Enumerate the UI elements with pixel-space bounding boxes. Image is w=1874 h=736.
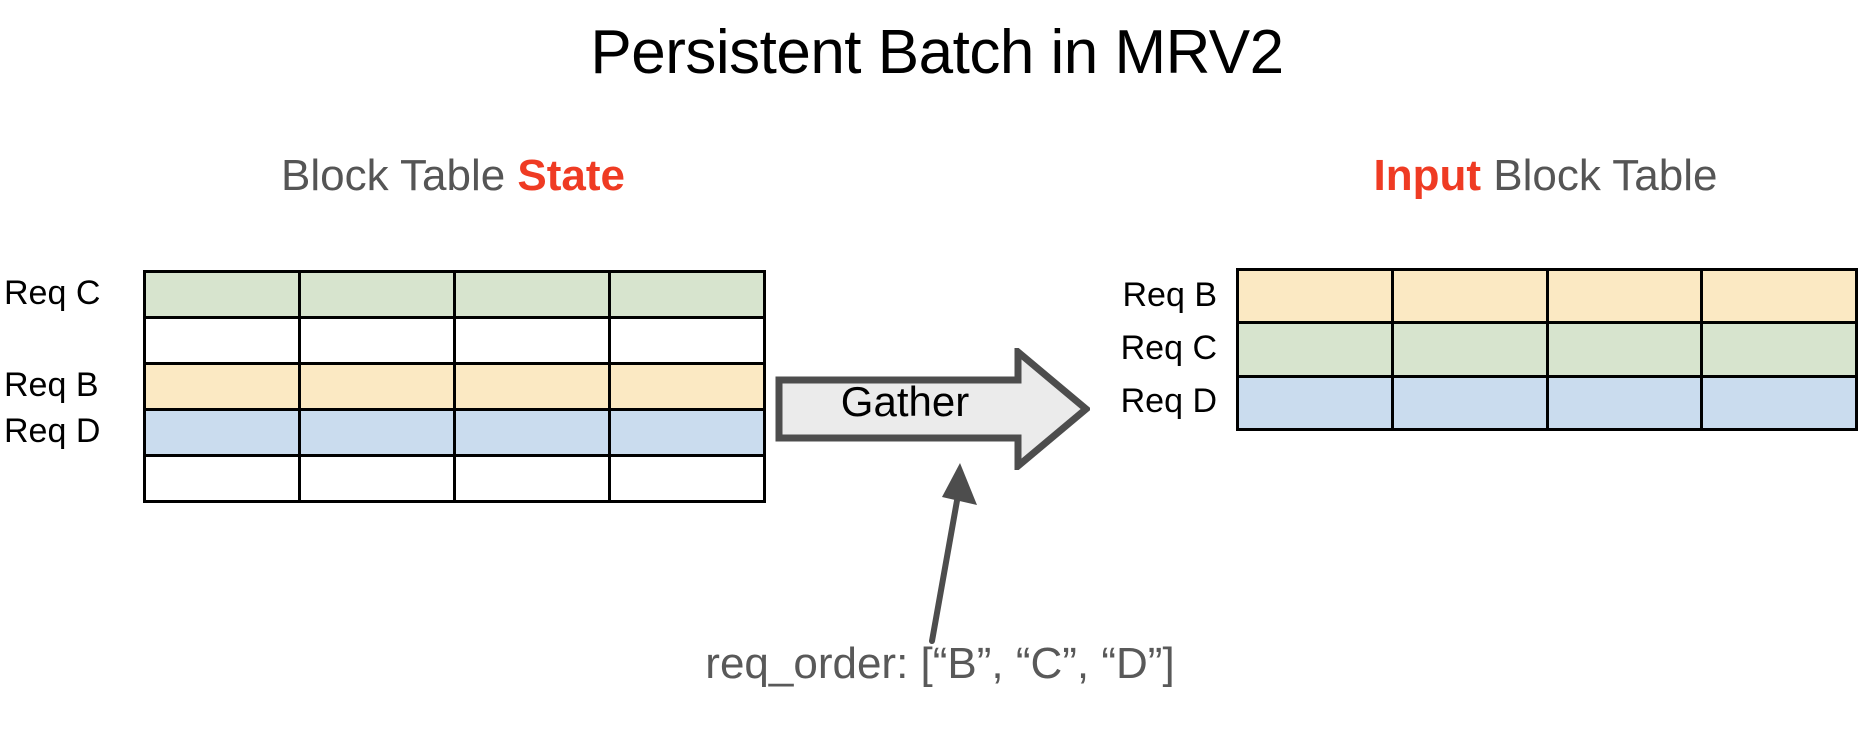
row-label: Req D (4, 412, 101, 450)
table-cell (298, 270, 456, 319)
row-label: Req C (4, 274, 101, 312)
table-cell (453, 408, 611, 457)
table-cell (608, 316, 766, 365)
table-cell (143, 454, 301, 503)
table-cell (1545, 321, 1704, 378)
table-cell (298, 362, 456, 411)
heading-right-highlight: Input (1373, 151, 1482, 200)
table-cell (608, 362, 766, 411)
table-cell (143, 362, 301, 411)
table-cell (143, 270, 301, 319)
req-order-caption: req_order: [“B”, “C”, “D”] (705, 639, 1175, 688)
heading-left-highlight: State (517, 151, 626, 200)
table-cell (1390, 374, 1549, 431)
table-cell (143, 316, 301, 365)
table-cell (1390, 268, 1549, 325)
table-cell (1236, 374, 1394, 431)
table-cell (453, 270, 611, 319)
block-table-state-grid (143, 270, 766, 503)
table-cell (1700, 321, 1858, 378)
table-cell (1236, 268, 1394, 325)
table-cell (143, 408, 301, 457)
block-table-state-heading: Block Table State (143, 150, 763, 202)
input-block-table-grid (1236, 268, 1858, 431)
gather-arrow-icon (775, 348, 1090, 470)
table-cell (298, 316, 456, 365)
heading-left-prefix: Block Table (280, 151, 518, 200)
req-order-pointer-icon (929, 463, 977, 644)
table-cell (608, 408, 766, 457)
row-label: Req B (4, 366, 99, 404)
table-cell (1700, 374, 1858, 431)
row-label: Req B (1122, 275, 1218, 314)
heading-right-suffix: Block Table (1481, 151, 1718, 200)
table-cell (1545, 268, 1704, 325)
table-cell (1545, 374, 1704, 431)
page-title: Persistent Batch in MRV2 (590, 18, 1284, 87)
table-cell (1390, 321, 1549, 378)
row-label: Req D (1120, 382, 1217, 421)
row-label: Req C (1120, 329, 1217, 367)
table-cell (453, 362, 611, 411)
table-cell (453, 454, 611, 503)
input-block-table-heading: Input Block Table (1236, 150, 1855, 202)
table-cell (1700, 268, 1858, 325)
table-cell (1236, 321, 1394, 378)
table-cell (453, 316, 611, 365)
table-cell (298, 408, 456, 457)
table-cell (608, 454, 766, 503)
table-cell (298, 454, 456, 503)
table-cell (608, 270, 766, 319)
